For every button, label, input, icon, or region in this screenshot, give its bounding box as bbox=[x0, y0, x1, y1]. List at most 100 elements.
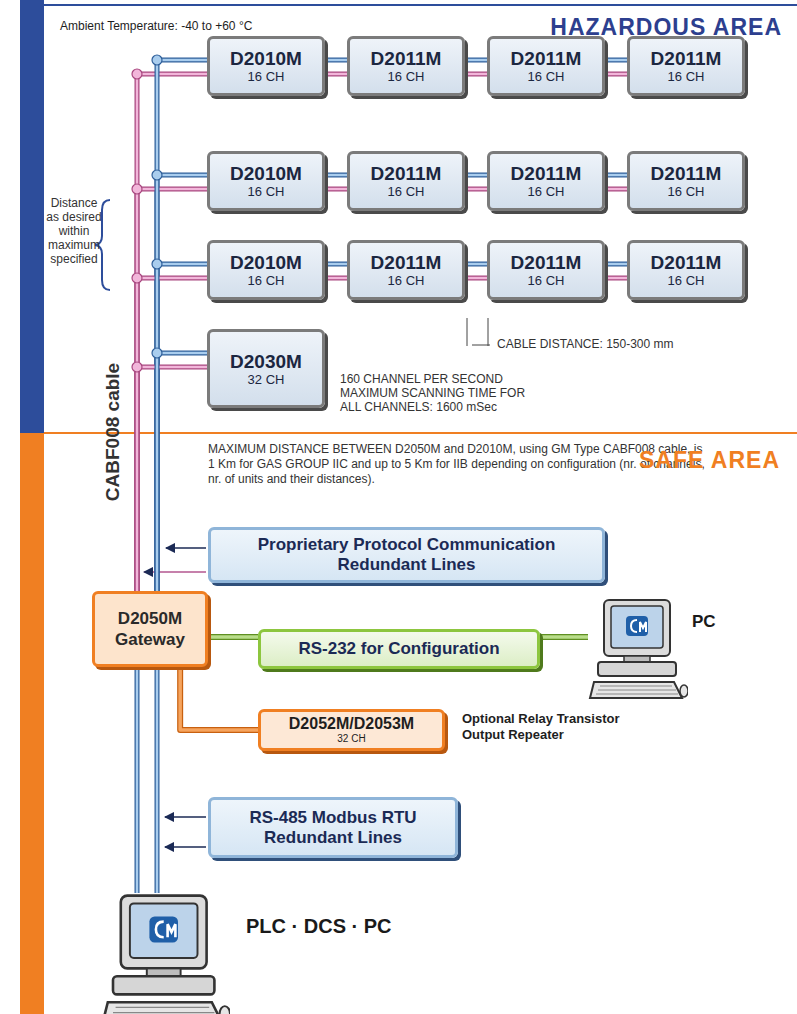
module-box: D2010M16 CH bbox=[207, 36, 325, 96]
cable-line bbox=[465, 73, 487, 76]
node-subtitle: 16 CH bbox=[248, 69, 285, 84]
node-title: D2011M bbox=[651, 48, 722, 69]
hazard-top-line bbox=[44, 4, 797, 6]
cable-connector bbox=[180, 667, 258, 730]
cable-line bbox=[137, 189, 207, 591]
node-title: PLC · DCS · PC bbox=[246, 915, 392, 938]
cable-line bbox=[137, 367, 207, 591]
info-box: Proprietary Protocol Communication Redun… bbox=[208, 527, 605, 583]
node-title: D2011M bbox=[651, 252, 722, 273]
cable-line bbox=[325, 187, 347, 192]
node-title: D2011M bbox=[371, 163, 442, 184]
node-subtitle: 16 CH bbox=[668, 184, 705, 199]
junction-dot bbox=[152, 170, 162, 180]
cable-line bbox=[137, 278, 207, 591]
cable-line bbox=[157, 353, 207, 591]
junction-dot bbox=[152, 259, 162, 269]
cable-line bbox=[135, 667, 140, 893]
cable-line bbox=[605, 276, 627, 281]
module-box: D2011M16 CH bbox=[487, 36, 605, 96]
cable-line bbox=[465, 263, 487, 266]
cable-line bbox=[325, 173, 347, 178]
info-box: D2050M Gateway bbox=[92, 591, 208, 667]
junction-dot bbox=[132, 184, 142, 194]
node-subtitle: 32 CH bbox=[248, 372, 285, 387]
cable-line bbox=[137, 189, 207, 591]
cable-line bbox=[605, 72, 627, 77]
cable-line bbox=[157, 175, 207, 591]
cable-line bbox=[155, 667, 160, 893]
computer-icon bbox=[100, 893, 230, 1014]
cable-line bbox=[137, 74, 207, 591]
cable-line bbox=[325, 73, 347, 76]
node-subtitle: 16 CH bbox=[528, 69, 565, 84]
cable-line bbox=[605, 262, 627, 267]
leader-arrow bbox=[165, 816, 206, 818]
node-subtitle: 16 CH bbox=[388, 273, 425, 288]
cable-line bbox=[605, 73, 627, 76]
cable-line bbox=[605, 174, 627, 177]
note-label: 160 CHANNEL PER SECOND MAXIMUM SCANNING … bbox=[340, 372, 530, 414]
cable-line bbox=[325, 188, 347, 191]
node-title: RS-232 for Configuration bbox=[298, 639, 499, 659]
cable-line bbox=[465, 72, 487, 77]
node-title: PC bbox=[692, 612, 716, 632]
module-box: D2011M16 CH bbox=[347, 151, 465, 211]
note-label: Ambient Temperature: -40 to +60 °C bbox=[60, 19, 360, 33]
node-subtitle: 16 CH bbox=[668, 69, 705, 84]
cable-line bbox=[157, 60, 207, 591]
cable-connector bbox=[132, 348, 207, 591]
cable-line bbox=[605, 58, 627, 63]
cable-line bbox=[325, 58, 347, 63]
node-title: D2050M Gateway bbox=[105, 608, 195, 650]
cable-line bbox=[605, 59, 627, 62]
node-subtitle: 16 CH bbox=[528, 273, 565, 288]
cable-line bbox=[137, 74, 207, 591]
node-subtitle: 16 CH bbox=[528, 184, 565, 199]
cable-line bbox=[208, 634, 258, 640]
cable-line bbox=[605, 263, 627, 266]
info-box: RS-485 Modbus RTU Redundant Lines bbox=[208, 797, 458, 858]
cable-line bbox=[605, 277, 627, 280]
cable-line bbox=[325, 276, 347, 281]
node-title: D2011M bbox=[511, 252, 582, 273]
node-subtitle: 16 CH bbox=[248, 273, 285, 288]
module-box: D2011M16 CH bbox=[347, 36, 465, 96]
module-box: D2011M16 CH bbox=[487, 151, 605, 211]
cable-line bbox=[325, 174, 347, 177]
cable-line bbox=[157, 264, 207, 591]
cable-connector bbox=[605, 264, 627, 278]
junction-dot bbox=[152, 55, 162, 65]
cable-line bbox=[157, 264, 207, 591]
node-title: D2011M bbox=[511, 163, 582, 184]
computer-icon bbox=[588, 598, 688, 703]
cable-line bbox=[137, 367, 207, 591]
module-box: D2030M32 CH bbox=[207, 329, 325, 408]
computer-node: PLC · DCS · PC bbox=[100, 893, 500, 1011]
cable-line bbox=[180, 667, 258, 730]
module-box: D2011M16 CH bbox=[487, 240, 605, 300]
cable-connector bbox=[465, 60, 487, 74]
node-title: RS-485 Modbus RTU Redundant Lines bbox=[221, 808, 445, 848]
cable-connector bbox=[465, 264, 487, 278]
cable-line bbox=[465, 188, 487, 191]
module-box: D2011M16 CH bbox=[627, 240, 745, 300]
cable-connector bbox=[540, 637, 588, 638]
note-label: SAFE AREA bbox=[560, 447, 780, 474]
node-title: D2011M bbox=[371, 48, 442, 69]
computer-node: PC bbox=[588, 598, 718, 703]
cable-line bbox=[465, 59, 487, 62]
cable-line bbox=[208, 635, 258, 639]
module-box: D2010M16 CH bbox=[207, 240, 325, 300]
module-box: D2011M16 CH bbox=[627, 151, 745, 211]
node-subtitle: 16 CH bbox=[668, 273, 705, 288]
cable-line bbox=[465, 187, 487, 192]
node-title: D2010M bbox=[230, 48, 302, 69]
cable-line bbox=[605, 187, 627, 192]
cable-line bbox=[325, 262, 347, 267]
node-title: D2011M bbox=[511, 48, 582, 69]
node-subtitle: 32 CH bbox=[337, 733, 365, 745]
node-title: D2011M bbox=[651, 163, 722, 184]
cable-line bbox=[325, 277, 347, 280]
cable-line bbox=[465, 174, 487, 177]
